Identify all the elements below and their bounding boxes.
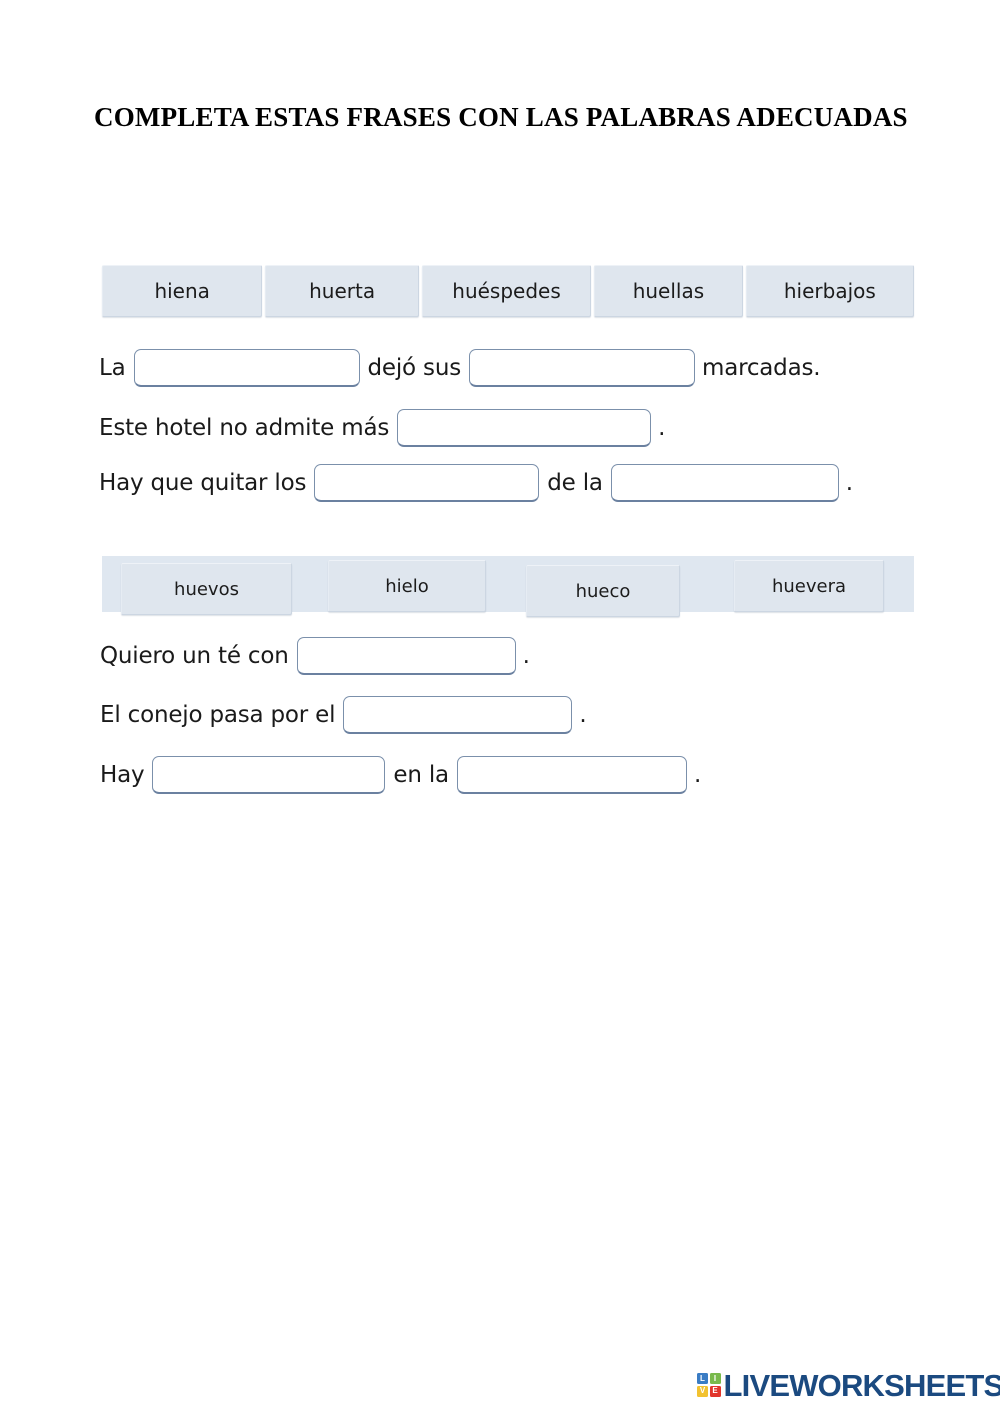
sentence-3: Hay que quitar los de la . (99, 464, 860, 502)
logo-tile-l: L (697, 1373, 708, 1385)
word-bank-1: hiena huerta huéspedes huellas hierbajos (102, 265, 914, 319)
word-tile-hierbajos[interactable]: hierbajos (745, 265, 914, 317)
sentence-3-blank-2[interactable] (610, 464, 839, 502)
sentence-1: La dejó sus marcadas. (99, 349, 827, 387)
sentence-5-blank-1[interactable] (343, 696, 573, 734)
sentence-1-text-mid: dejó sus (367, 355, 462, 381)
sentence-2-blank-1[interactable] (397, 409, 652, 447)
sentence-3-blank-1[interactable] (314, 464, 540, 502)
sentence-6-text-pre: Hay (100, 762, 145, 788)
word-tile-huellas[interactable]: huellas (594, 265, 743, 317)
word-tile-hueco[interactable]: hueco (526, 565, 680, 617)
word-tile-huevera[interactable]: huevera (734, 560, 884, 612)
liveworksheets-logo[interactable]: L I V E LIVEWORKSHEETS (697, 1367, 1000, 1403)
liveworksheets-wordmark: LIVEWORKSHEETS (723, 1367, 1000, 1403)
sentence-6-text-mid: en la (393, 762, 449, 788)
logo-tile-i: I (709, 1373, 721, 1385)
sentence-4-text-pre: Quiero un té con (100, 643, 289, 669)
sentence-1-text-pre: La (99, 355, 126, 381)
sentence-6-blank-1[interactable] (152, 756, 386, 794)
liveworksheets-tiles-icon: L I V E (697, 1373, 721, 1397)
word-tile-huespedes[interactable]: huéspedes (421, 265, 592, 317)
sentence-6-text-post: . (693, 762, 702, 788)
sentence-5-text-post: . (579, 702, 587, 728)
logo-tile-e: E (709, 1385, 721, 1397)
word-bank-2: huevos hielo hueco huevera (102, 556, 914, 617)
sentence-3-text-pre: Hay que quitar los (99, 470, 307, 496)
sentence-1-text-post: marcadas. (701, 355, 821, 381)
sentence-3-text-post: . (845, 470, 853, 496)
sentence-2-text-pre: Este hotel no admite más (99, 415, 390, 441)
sentence-5: El conejo pasa por el . (100, 696, 593, 734)
sentence-4: Quiero un té con . (100, 637, 537, 675)
sentence-6-blank-2[interactable] (456, 756, 687, 794)
sentence-4-text-post: . (522, 643, 530, 669)
word-tile-huevos[interactable]: huevos (121, 563, 292, 615)
sentence-1-blank-1[interactable] (133, 349, 360, 387)
sentence-2: Este hotel no admite más . (99, 409, 672, 447)
sentence-3-text-mid: de la (547, 470, 603, 496)
page-title: COMPLETA ESTAS FRASES CON LAS PALABRAS A… (94, 102, 908, 132)
sentence-5-text-pre: El conejo pasa por el (100, 702, 336, 728)
word-tile-hielo[interactable]: hielo (328, 560, 486, 612)
word-tile-huerta[interactable]: huerta (265, 265, 419, 317)
sentence-6: Hay en la . (100, 756, 708, 794)
sentence-2-text-post: . (658, 415, 666, 441)
sentence-4-blank-1[interactable] (296, 637, 516, 675)
sentence-1-blank-2[interactable] (468, 349, 695, 387)
logo-tile-v: V (697, 1385, 708, 1397)
word-tile-hiena[interactable]: hiena (102, 265, 263, 317)
